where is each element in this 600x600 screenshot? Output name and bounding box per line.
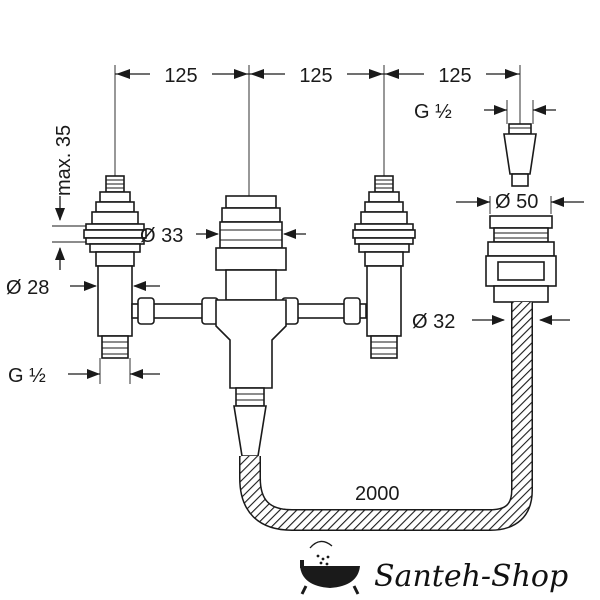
valve-diameter-label: Ø 28 xyxy=(6,277,49,299)
bottom-thread-dimension: G ½ xyxy=(8,358,160,387)
spacing-label-3: 125 xyxy=(438,65,471,87)
stem-diameter-dimension: Ø 33 xyxy=(140,225,306,247)
central-mixer-body xyxy=(215,195,287,457)
hose-adapter xyxy=(503,123,537,187)
spacing-label-1: 125 xyxy=(164,65,197,87)
spacing-label-2: 125 xyxy=(299,65,332,87)
stem-diameter-label: Ø 33 xyxy=(140,225,183,247)
left-valve-cartridge xyxy=(83,175,147,359)
top-thread-dimension: G ½ xyxy=(414,100,556,124)
brand-name: Santeh-Shop xyxy=(374,559,568,594)
top-thread-label: G ½ xyxy=(414,101,452,123)
spacing-dimension-chain: 125 125 125 xyxy=(114,62,521,196)
diverter-diameter-dimension: Ø 50 xyxy=(456,190,584,214)
valve-diameter-dimension: Ø 28 xyxy=(6,277,160,299)
diverter-outlet xyxy=(485,215,557,303)
max-height-label: max. 35 xyxy=(53,125,75,196)
right-valve-cartridge xyxy=(352,175,416,359)
bathtub-shower-icon xyxy=(300,540,360,595)
hose-diameter-dimension: Ø 32 xyxy=(412,311,570,333)
hose-length-label: 2000 xyxy=(355,483,400,505)
hose-diameter-label: Ø 32 xyxy=(412,311,455,333)
diverter-diameter-label: Ø 50 xyxy=(495,191,538,213)
flexible-hose xyxy=(239,302,533,531)
bottom-thread-label: G ½ xyxy=(8,365,46,387)
